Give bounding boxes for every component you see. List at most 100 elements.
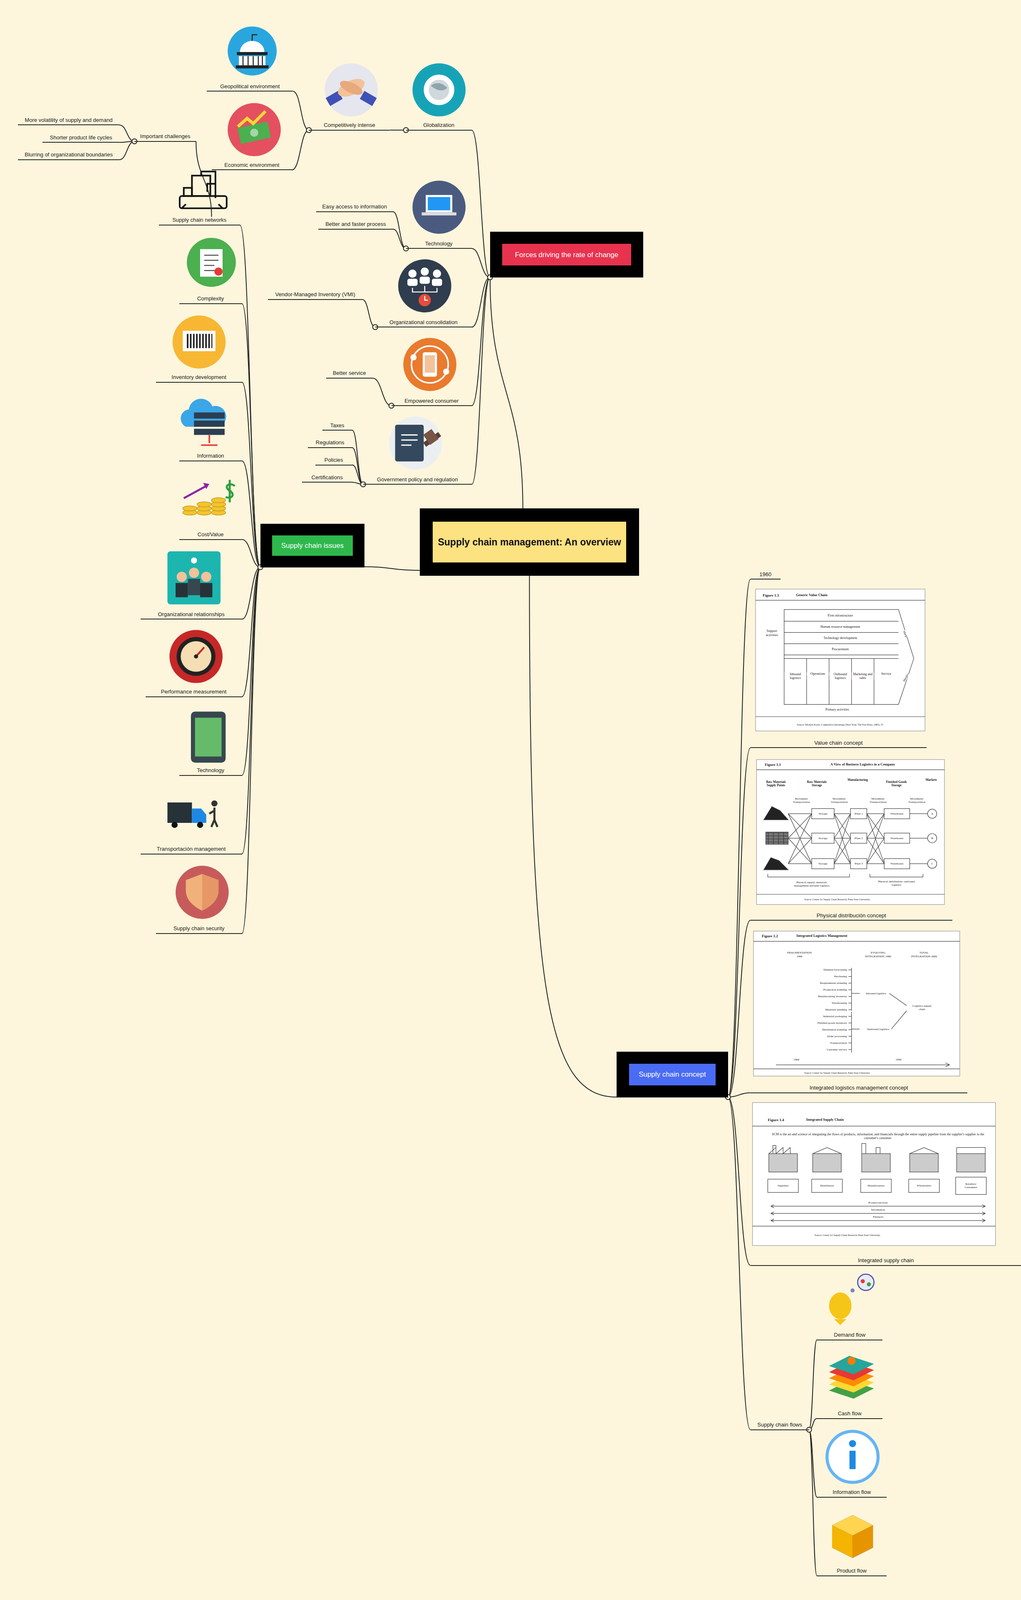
topic-node: Cash flow xyxy=(816,1410,883,1420)
figure-text: Integrated Supply Chain xyxy=(805,1117,845,1123)
branch-connector xyxy=(242,460,261,568)
topic-node: Competitively intense xyxy=(308,121,390,131)
figure-text: Inbound logistics xyxy=(784,671,807,680)
network-line xyxy=(866,813,885,814)
figure-text: Source: Center for Supply Chain Research… xyxy=(803,898,871,902)
branch-connector xyxy=(352,447,364,485)
box-text: Supply chain management: An overview xyxy=(432,521,626,563)
figure-text: Warehousing xyxy=(831,1001,848,1005)
branch-connector xyxy=(728,1097,751,1430)
branch-connector xyxy=(242,567,261,854)
figure-text: Service xyxy=(880,671,892,676)
figure-text: Manufacturers xyxy=(867,1184,885,1188)
figure-text: Primary activities xyxy=(825,707,850,712)
branch-connector xyxy=(352,465,364,485)
network-line xyxy=(848,1022,852,1024)
topic-node: Technology xyxy=(406,240,472,250)
figure-text: Warehouse xyxy=(889,836,904,841)
network-line xyxy=(848,1049,852,1050)
figure-text: Physical distribution: outbound logistic… xyxy=(875,879,918,887)
branch-connector xyxy=(471,277,491,485)
branch-connector xyxy=(809,1429,818,1577)
network-line xyxy=(866,813,885,839)
figure-text: Wholesalers xyxy=(916,1184,932,1188)
branch-connector xyxy=(471,248,491,278)
figure-text: Generic Value Chain xyxy=(795,593,828,598)
figure-text: Markets xyxy=(925,778,938,783)
topic-node: Transportación management xyxy=(140,845,243,855)
topic-text: Integrated supply chain xyxy=(750,1257,1021,1266)
branch-connector xyxy=(364,566,420,571)
figure-text: Plant 1 xyxy=(854,812,864,816)
figure-text: Human resource management xyxy=(820,624,861,629)
network-line xyxy=(788,813,812,839)
figure-text: Demand forecasting xyxy=(822,968,848,972)
figure-text: Source: Center for Supply Chain Research… xyxy=(803,1071,871,1075)
network-line xyxy=(788,813,812,814)
figure-text: 1960 xyxy=(793,1058,800,1062)
figure-text: Retailers/ Customers xyxy=(961,1182,981,1190)
topic-node: Vendor-Managed Inventory (VMI) xyxy=(267,291,363,300)
figure-text: Finished goods inventory xyxy=(817,1021,848,1025)
figure-text: Outbound logistics xyxy=(866,1027,890,1031)
network-line xyxy=(834,838,851,864)
network-line xyxy=(866,813,885,864)
topic-node: Product flow xyxy=(816,1567,887,1577)
branch-connector xyxy=(728,1097,751,1266)
branch-connector xyxy=(529,575,618,1098)
topic-node: Supply chain flows xyxy=(750,1421,810,1431)
branch-connector xyxy=(471,130,491,278)
topic-node: Information flow xyxy=(816,1489,887,1498)
branch-connector xyxy=(292,91,309,130)
figure-text: Source: Michael Porter, Competitive Adva… xyxy=(796,723,885,727)
figure-text: Figure 1.4 xyxy=(767,1117,785,1123)
topic-text: Information flow xyxy=(816,1489,887,1497)
figure-text: Physical supply: materials management in… xyxy=(788,880,835,888)
topic-text: Integrated logistics management concept xyxy=(750,1084,968,1093)
branch-connector xyxy=(119,141,135,160)
topic-text: Certifications xyxy=(302,474,353,483)
topic-node: Taxes xyxy=(322,422,353,432)
figure-text: Marketing and sales xyxy=(851,671,875,680)
network-line xyxy=(834,813,851,864)
figure-text: Distribution planning xyxy=(821,1028,848,1032)
network-line xyxy=(848,1002,852,1004)
figure-text: Outbound logistics xyxy=(829,671,852,680)
topic-text: Physical distribución concept xyxy=(750,912,953,921)
topic-text: Taxes xyxy=(322,422,353,431)
branch-connector xyxy=(393,229,407,249)
figure-text: Movement/ Transportation xyxy=(826,797,853,804)
network-line xyxy=(788,813,812,839)
topic-text: Regulations xyxy=(307,439,353,448)
topic-node: Shorter product life cycles xyxy=(42,134,120,144)
figure-text: Production planning xyxy=(822,988,848,992)
figure-text: Storage xyxy=(817,812,828,816)
figure-text: Warehouse xyxy=(889,812,904,816)
network-line xyxy=(866,838,885,864)
topic-text: Transportación management xyxy=(140,845,243,854)
figure-text: Movement/ Transportation xyxy=(865,797,891,804)
figure-text: Source: Center for Supply Chain Research… xyxy=(814,1234,882,1237)
figure-text: Procurement xyxy=(831,647,850,652)
topic-node: Supply chain networks xyxy=(158,216,241,226)
network-line xyxy=(834,838,851,864)
topic-node: Government policy and regulation xyxy=(363,476,472,486)
network-line xyxy=(834,813,851,864)
figure-text: Technology development xyxy=(822,636,858,640)
network-line xyxy=(834,813,851,839)
figure-text: Raw Materials Storage xyxy=(804,780,830,788)
network-line xyxy=(866,838,885,864)
topic-node: Geopolitical environment xyxy=(206,83,293,92)
branch-connector xyxy=(242,382,261,568)
topic-text: Better and faster process xyxy=(318,220,394,229)
figure-text: Transportation xyxy=(829,1041,848,1045)
topic-text: 1960 xyxy=(750,571,781,580)
figure-text: C xyxy=(930,862,934,866)
branch-connector xyxy=(242,567,261,934)
figure-text: Industrial packaging xyxy=(822,1014,848,1019)
network-line xyxy=(788,838,812,864)
topic-text: Easy access to information xyxy=(316,203,394,212)
topic-text: Policies xyxy=(315,456,353,465)
topic-node: Organizational consolidation xyxy=(375,319,472,328)
branch-connector xyxy=(242,539,261,568)
